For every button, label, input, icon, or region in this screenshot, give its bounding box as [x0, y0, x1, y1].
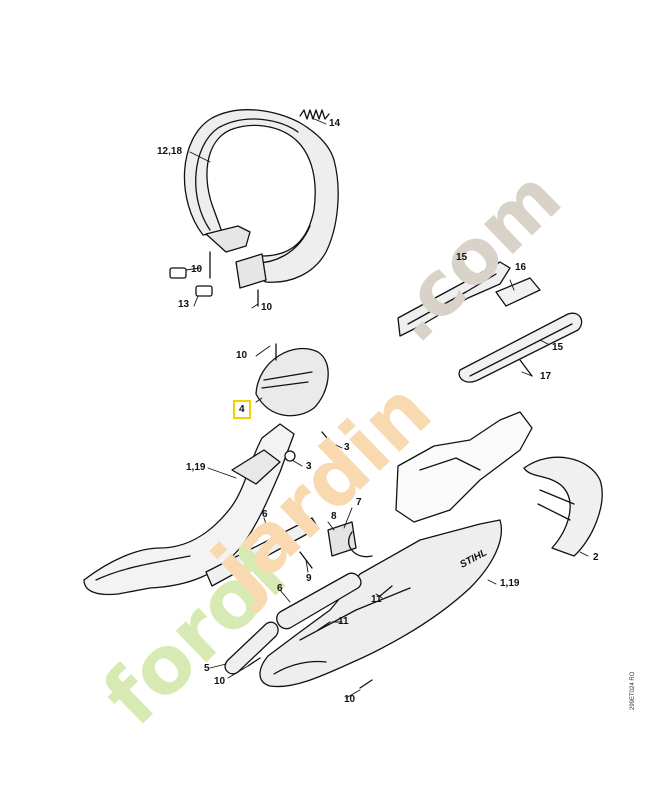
screws [247, 431, 393, 689]
callout-9: 9 [306, 573, 312, 584]
callout-8: 8 [331, 511, 337, 522]
callout-4-highlighted: 4 [233, 400, 251, 419]
callout-15a: 15 [456, 252, 468, 263]
callout-14: 14 [329, 118, 341, 129]
callout-13: 13 [178, 299, 190, 310]
small-clip-parts [169, 251, 259, 307]
circlip [348, 531, 373, 558]
grip-rail-assembly [397, 261, 583, 383]
callout-17: 17 [540, 371, 552, 382]
cover-part-4 [255, 343, 329, 417]
callout-10a: 10 [191, 264, 203, 275]
loop-handle [183, 109, 339, 289]
callout-5: 5 [204, 663, 210, 674]
callout-10d: 10 [214, 676, 226, 687]
callout-10e: 10 [344, 694, 356, 705]
callout-2: 2 [593, 552, 599, 563]
handle-shell-left [83, 423, 295, 596]
side-cover-part-2 [523, 456, 603, 557]
leader-lines [185, 117, 589, 699]
callout-16: 16 [515, 262, 527, 273]
motor-housing [395, 411, 533, 523]
callout-6b: 6 [277, 583, 283, 594]
callout-3a: 3 [344, 442, 350, 453]
callout-15b: 15 [552, 342, 564, 353]
callout-12-18: 12,18 [157, 146, 183, 157]
handle-shell-right [259, 519, 502, 688]
spring [299, 109, 330, 120]
callout-7: 7 [356, 497, 362, 508]
callout-1-19b: 1,19 [500, 578, 520, 589]
callout-11a: 11 [371, 594, 382, 605]
callout-1-19a: 1,19 [186, 462, 206, 473]
drawing-code: 299ET024 RO [630, 671, 636, 710]
callout-10c: 10 [236, 350, 248, 361]
tube-sleeves [224, 572, 362, 675]
callout-3b: 3 [306, 461, 312, 472]
callout-11b: 11 [338, 616, 349, 627]
callout-6a: 6 [262, 509, 268, 520]
inner-plate-assembly [205, 517, 357, 587]
callout-10b: 10 [261, 302, 273, 313]
